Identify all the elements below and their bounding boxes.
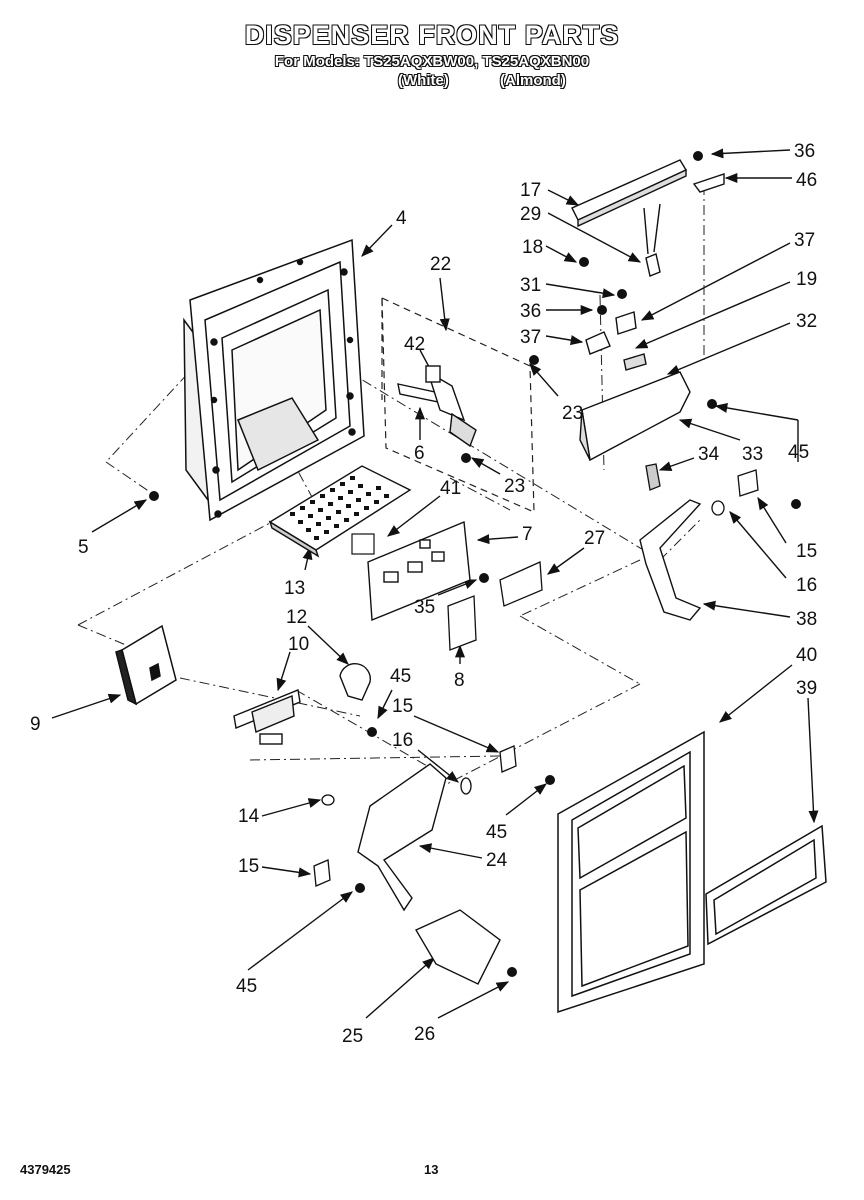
callout-31: 31 [520,275,541,296]
callout-10: 10 [288,634,309,655]
callout-numbers: 36 46 17 29 37 18 4 22 31 19 36 32 42 37… [30,141,817,1047]
callout-45d: 45 [236,976,257,997]
cover-27 [499,561,543,607]
callout-4: 4 [396,208,407,229]
mounting-bracket [367,520,471,622]
callout-42: 42 [404,334,425,355]
lever-34 [645,463,661,491]
frame-39 [705,824,827,946]
callout-7: 7 [522,524,533,545]
callout-15a: 15 [796,541,817,562]
callout-41: 41 [440,478,461,499]
drip-grille [268,465,412,558]
callout-19: 19 [796,269,817,290]
callout-35: 35 [414,597,435,618]
callout-25: 25 [342,1026,363,1047]
variant-white: (White) [398,72,449,89]
callout-5: 5 [78,537,89,558]
callout-23a: 23 [562,403,583,424]
page-number: 13 [424,1162,439,1177]
callout-46: 46 [796,170,817,191]
callout-17: 17 [520,180,541,201]
callout-22: 22 [430,254,451,275]
callout-15c: 15 [238,856,259,877]
callout-34: 34 [698,444,720,465]
assembly-outline-22 [381,297,535,513]
callout-27: 27 [584,528,605,549]
hinge-10 [233,689,301,745]
alignment-lines [77,185,705,801]
callout-37a: 37 [794,230,815,251]
callout-15b: 15 [392,696,413,717]
callout-45a: 45 [788,442,809,463]
variant-almond: (Almond) [500,72,566,89]
callout-33: 33 [742,444,763,465]
callout-39: 39 [796,678,817,699]
actuator-bar [397,365,477,448]
callout-26: 26 [414,1024,435,1045]
models-line: For Models: TS25AQXBW00, TS25AQXBN00 [274,53,590,70]
callout-12: 12 [286,607,307,628]
paddle-24 [357,763,447,912]
front-panel-40 [557,730,705,1014]
doc-number: 4379425 [20,1162,71,1177]
seal-ring-12 [339,663,371,701]
callout-38: 38 [796,609,817,630]
bracket-15a [737,469,759,497]
top-switch-assembly [571,159,725,462]
bracket-15c [313,859,331,887]
spring-16a [711,500,725,516]
dispenser-arm-38 [639,499,702,621]
callout-8: 8 [454,670,465,691]
pin-14 [321,794,335,806]
label-41 [351,533,375,555]
callout-16a: 16 [796,575,817,596]
callout-32: 32 [796,311,817,332]
callout-36b: 36 [520,301,541,322]
bracket-15b [499,745,517,773]
callout-23b: 23 [504,476,525,497]
callout-16b: 16 [392,730,413,751]
callout-29: 29 [520,204,541,225]
spring-16b [460,777,472,795]
callout-6: 6 [414,443,425,464]
callout-13: 13 [284,578,305,599]
callout-18: 18 [522,237,543,258]
callout-14: 14 [238,806,260,827]
callout-37b: 37 [520,327,541,348]
screws [149,151,801,977]
page-title: DISPENSER FRONT PARTS [244,20,620,50]
callout-9: 9 [30,714,41,735]
actuator-cover-9 [115,624,177,706]
leader-lines [51,148,819,1019]
callout-24: 24 [486,850,508,871]
dispenser-housing [183,238,365,522]
callout-45b: 45 [390,666,411,687]
callout-40: 40 [796,645,817,666]
callout-45c: 45 [486,822,507,843]
funnel-25 [415,909,501,985]
plate-8 [447,595,477,651]
callout-36a: 36 [794,141,815,162]
